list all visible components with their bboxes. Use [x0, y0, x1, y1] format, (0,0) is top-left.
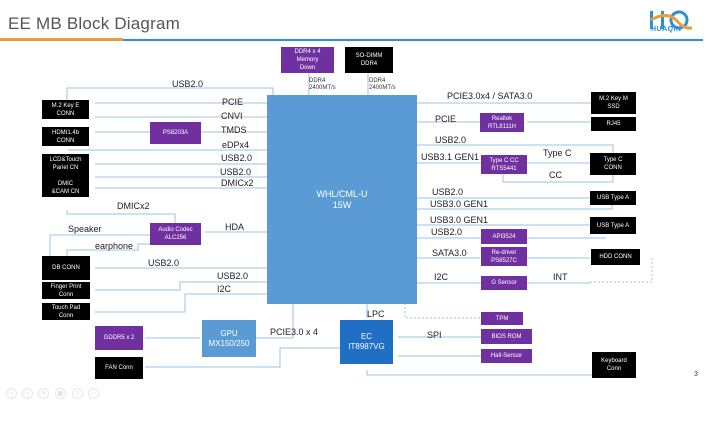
signal-usb20-b: USB2.0	[220, 167, 252, 177]
sodimm-block: SO-DIMM DDR4	[345, 47, 393, 73]
ddr-sodimm-speed: DDR4 2400MT/s	[369, 78, 396, 91]
signal-usb20-db: USB2.0	[148, 258, 180, 268]
signal-ssd: PCIE3.0x4 / SATA3.0	[447, 91, 533, 101]
realtek-lan-chip: Realtek RTL8111H	[480, 113, 524, 132]
rj45-conn: RJ45	[591, 117, 636, 131]
page-number: 3	[694, 371, 698, 378]
next-slide-button[interactable]: ›	[22, 388, 33, 399]
more-options-button[interactable]: ⋯	[88, 388, 99, 399]
type-c-conn: Type C CONN	[590, 153, 636, 175]
wire-cc	[502, 170, 614, 183]
ddr-onboard-speed: DDR4 2400MT/s	[309, 78, 336, 91]
lcd-panel-dmic-cam-conn: LCD&Touch Panel CN DMIC &CAM CN	[42, 154, 89, 197]
m2-key-m-ssd-conn: M.2 Key M SSD	[591, 92, 636, 114]
wire-hdd-int	[590, 258, 653, 283]
signal-cnvi: CNVI	[221, 111, 243, 121]
redriver-chip: Re-driver PS8527C	[481, 247, 527, 266]
wire-usb20-typec	[417, 144, 614, 155]
signal-pcie-gpu: PCIE3.0 x 4	[270, 327, 319, 337]
fan-conn: FAN Conn	[95, 357, 143, 379]
signal-pcie-lan: PCIE	[435, 114, 457, 124]
hall-sensor-chip: Hall-Sensor	[481, 349, 532, 363]
wire-earphone	[66, 243, 150, 262]
pen-tool-button[interactable]: ✎	[38, 388, 49, 399]
signal-usb30-a2: USB3.0 GEN1	[430, 215, 489, 225]
usb-type-a-conn-2: USB Type A	[590, 217, 636, 234]
gddr5-block: GDDR5 x 2	[95, 326, 143, 350]
m2-key-e-conn: M.2 Key E CONN	[42, 100, 89, 119]
signal-type-c: Type C	[543, 148, 572, 158]
slide-title: EE MB Block Diagram	[8, 14, 180, 33]
signal-hda: HDA	[225, 222, 245, 232]
signal-lpc: LPC	[367, 309, 385, 319]
gpu-block: GPU MX150/250	[202, 320, 256, 357]
signal-dmic-codec: DMICx2	[117, 201, 150, 211]
huaqin-logo-icon	[650, 10, 693, 30]
wire-lpc-tpm	[404, 303, 480, 319]
keyboard-conn: Keyboard Conn	[592, 352, 636, 378]
prev-slide-button[interactable]: ‹	[6, 388, 17, 399]
wire-fan	[145, 347, 340, 368]
slides-overview-button[interactable]: ▦	[55, 388, 66, 399]
signal-earphone: earphone	[95, 241, 134, 251]
signal-usb20-m2e: USB2.0	[172, 79, 204, 89]
signal-int: INT	[553, 272, 568, 282]
wire-usb20-fp	[95, 281, 268, 291]
signal-pcie-m2e: PCIE	[222, 97, 244, 107]
usb-type-a-conn-1: USB Type A	[590, 191, 636, 205]
finger-print-conn: Finger Print Conn	[42, 282, 90, 299]
wire-usb20-m2e	[66, 87, 274, 100]
title-underline-blue	[123, 39, 703, 41]
signal-usb20-fp: USB2.0	[217, 271, 249, 281]
api3524-chip: API3524	[481, 229, 527, 244]
zoom-button[interactable]: ⌕	[72, 388, 83, 399]
ec-block: EC IT8987VG	[340, 320, 393, 364]
ps8203a-chip: PS8203A	[150, 122, 201, 144]
tpm-chip: TPM	[481, 312, 523, 325]
signal-speaker: Speaker	[68, 224, 102, 234]
bios-rom-chip: BIOS ROM	[481, 329, 532, 344]
wire-i2c-tp	[95, 293, 268, 313]
wire-usb30-a1	[417, 205, 613, 210]
signal-sata: SATA3.0	[432, 248, 467, 258]
title-underline-orange	[0, 38, 123, 41]
signal-usb30-a1: USB3.0 GEN1	[430, 199, 489, 209]
hdd-conn: HDD CONN	[591, 249, 640, 265]
wire-keyboard	[366, 370, 592, 376]
signal-usb20-a2: USB2.0	[431, 227, 463, 237]
db-conn: DB CONN	[42, 256, 90, 280]
signal-edp: eDPx4	[222, 140, 250, 150]
audio-codec-chip: Audio Codec ALC256	[150, 223, 201, 245]
memory-down-block: DDR4 x 4 Memory Down	[281, 47, 334, 73]
signal-cc: CC	[549, 170, 562, 180]
type-c-cc-chip: Type C CC RTS5441	[481, 155, 527, 174]
wire-dmic-codec	[66, 210, 176, 225]
signal-tmds: TMDS	[221, 125, 247, 135]
signal-usb20-a1: USB2.0	[432, 187, 464, 197]
g-sensor-chip: G Sensor	[481, 276, 527, 290]
wire-speaker	[49, 234, 150, 262]
signal-usb31: USB3.1 GEN1	[421, 152, 480, 162]
touch-pad-conn: Touch Pad Conn	[42, 303, 90, 320]
signal-i2c-tp: I2C	[217, 284, 232, 294]
signal-spi: SPI	[427, 330, 442, 340]
signal-i2c: I2C	[434, 272, 449, 282]
signal-usb20-a: USB2.0	[221, 153, 253, 163]
signal-usb20-typec: USB2.0	[435, 135, 467, 145]
logo-text: HUAQIN	[651, 26, 682, 33]
signal-dmic-cpu: DMICx2	[221, 178, 254, 188]
hdmi-conn: HDMI1.4b CONN	[42, 127, 89, 146]
